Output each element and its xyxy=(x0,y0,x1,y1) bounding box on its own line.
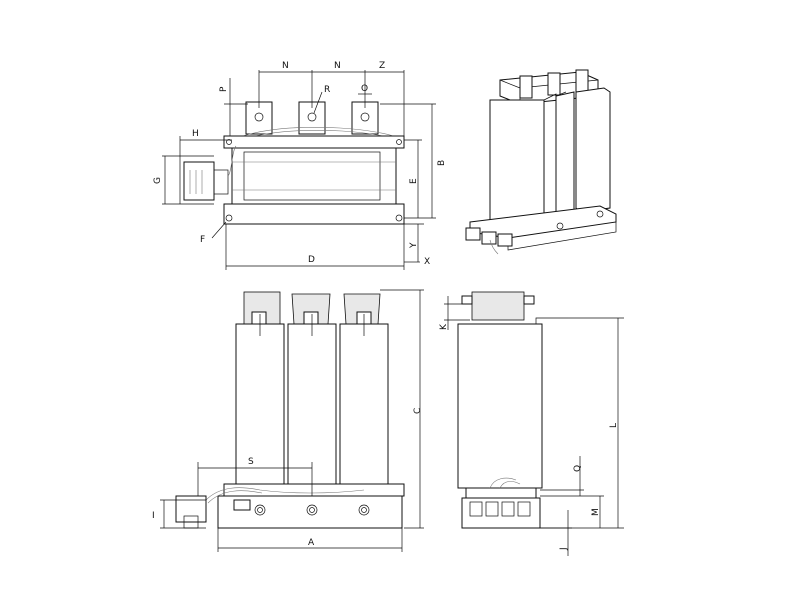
label-B: B xyxy=(437,160,447,166)
label-X: X xyxy=(424,257,430,267)
label-G: G xyxy=(153,177,163,184)
core xyxy=(231,147,397,205)
isometric-view xyxy=(465,69,617,255)
side-view: K L Q M J xyxy=(439,291,624,556)
front-view: S I C A xyxy=(152,289,424,552)
label-E: E xyxy=(409,178,419,184)
label-Z: Z xyxy=(379,61,385,71)
label-N-1: N xyxy=(282,61,289,71)
side-coil xyxy=(457,323,543,489)
label-L: L xyxy=(609,423,619,428)
coil-2 xyxy=(287,323,337,485)
label-S: S xyxy=(248,457,254,467)
coil-1 xyxy=(235,323,285,485)
terminal-block xyxy=(183,161,215,201)
label-R: R xyxy=(324,85,330,95)
label-K: K xyxy=(439,323,449,330)
label-H: H xyxy=(192,129,199,139)
bottom-clamp-bar xyxy=(223,203,405,225)
label-A: A xyxy=(308,538,315,548)
label-P: P xyxy=(219,86,229,92)
coil-3 xyxy=(339,323,389,485)
label-M: M xyxy=(591,508,601,516)
label-Y: Y xyxy=(409,242,419,249)
label-I: I xyxy=(152,511,155,521)
label-O: O xyxy=(361,84,368,94)
label-J: J xyxy=(559,547,569,551)
top-view: N N Z R O P H G F B E Y xyxy=(153,61,447,270)
label-F: F xyxy=(200,235,205,245)
mounting-hole-left xyxy=(225,214,233,222)
coil-front xyxy=(489,99,545,223)
label-D: D xyxy=(308,255,315,265)
top-clamp-bar xyxy=(223,135,405,149)
mounting-hole-right xyxy=(395,214,403,222)
side-base xyxy=(461,497,541,529)
label-N-2: N xyxy=(334,61,341,71)
label-C: C xyxy=(413,408,423,414)
label-Q: Q xyxy=(573,465,583,472)
